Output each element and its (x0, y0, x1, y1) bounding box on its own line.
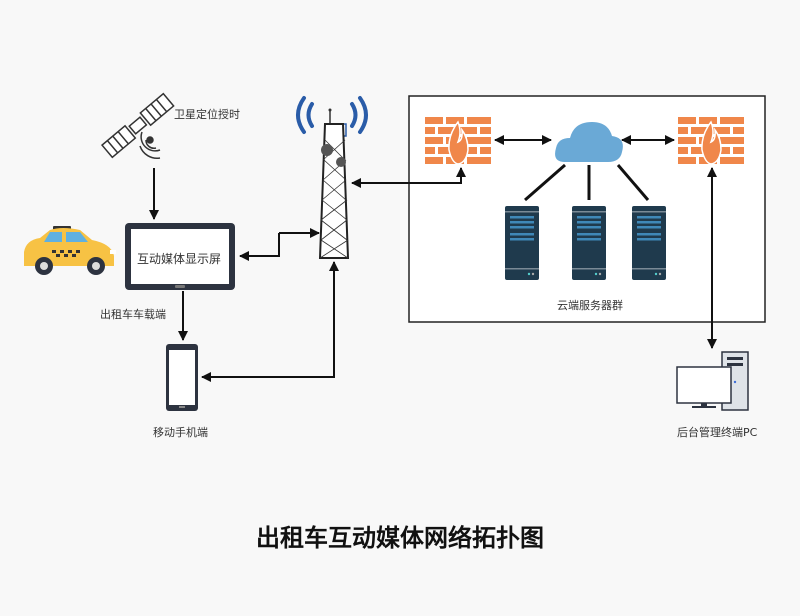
connectors (149, 135, 717, 382)
firewall-left-icon (425, 117, 491, 165)
satellite-icon (100, 92, 175, 159)
cell-tower-icon (296, 96, 368, 259)
taxi-label: 出租车车载端 (100, 308, 166, 321)
server-3-icon (632, 206, 666, 280)
link-cloud-server-3 (616, 164, 650, 201)
cloud-icon (555, 122, 623, 162)
edge-tower-mobile (201, 261, 339, 382)
display-label: 互动媒体显示屏 (137, 252, 222, 266)
mobile-label: 移动手机端 (153, 426, 208, 439)
satellite-label: 卫星定位授时 (174, 108, 240, 121)
link-cloud-server-1 (524, 163, 566, 202)
edge-firewall-tower (351, 167, 466, 188)
server-2-icon (572, 206, 606, 280)
server-1-icon (505, 206, 539, 280)
cloud-group-label: 云端服务器群 (557, 299, 623, 312)
mobile-phone-icon (166, 344, 198, 411)
edge-tower-display (239, 233, 280, 261)
taxi-icon (24, 226, 116, 275)
diagram-title: 出租车互动媒体网络拓扑图 (256, 524, 544, 552)
admin-pc-icon (676, 351, 749, 411)
firewall-right-icon (678, 117, 744, 165)
admin-pc-label: 后台管理终端PC (677, 426, 758, 439)
cloud-server-links (524, 163, 650, 202)
